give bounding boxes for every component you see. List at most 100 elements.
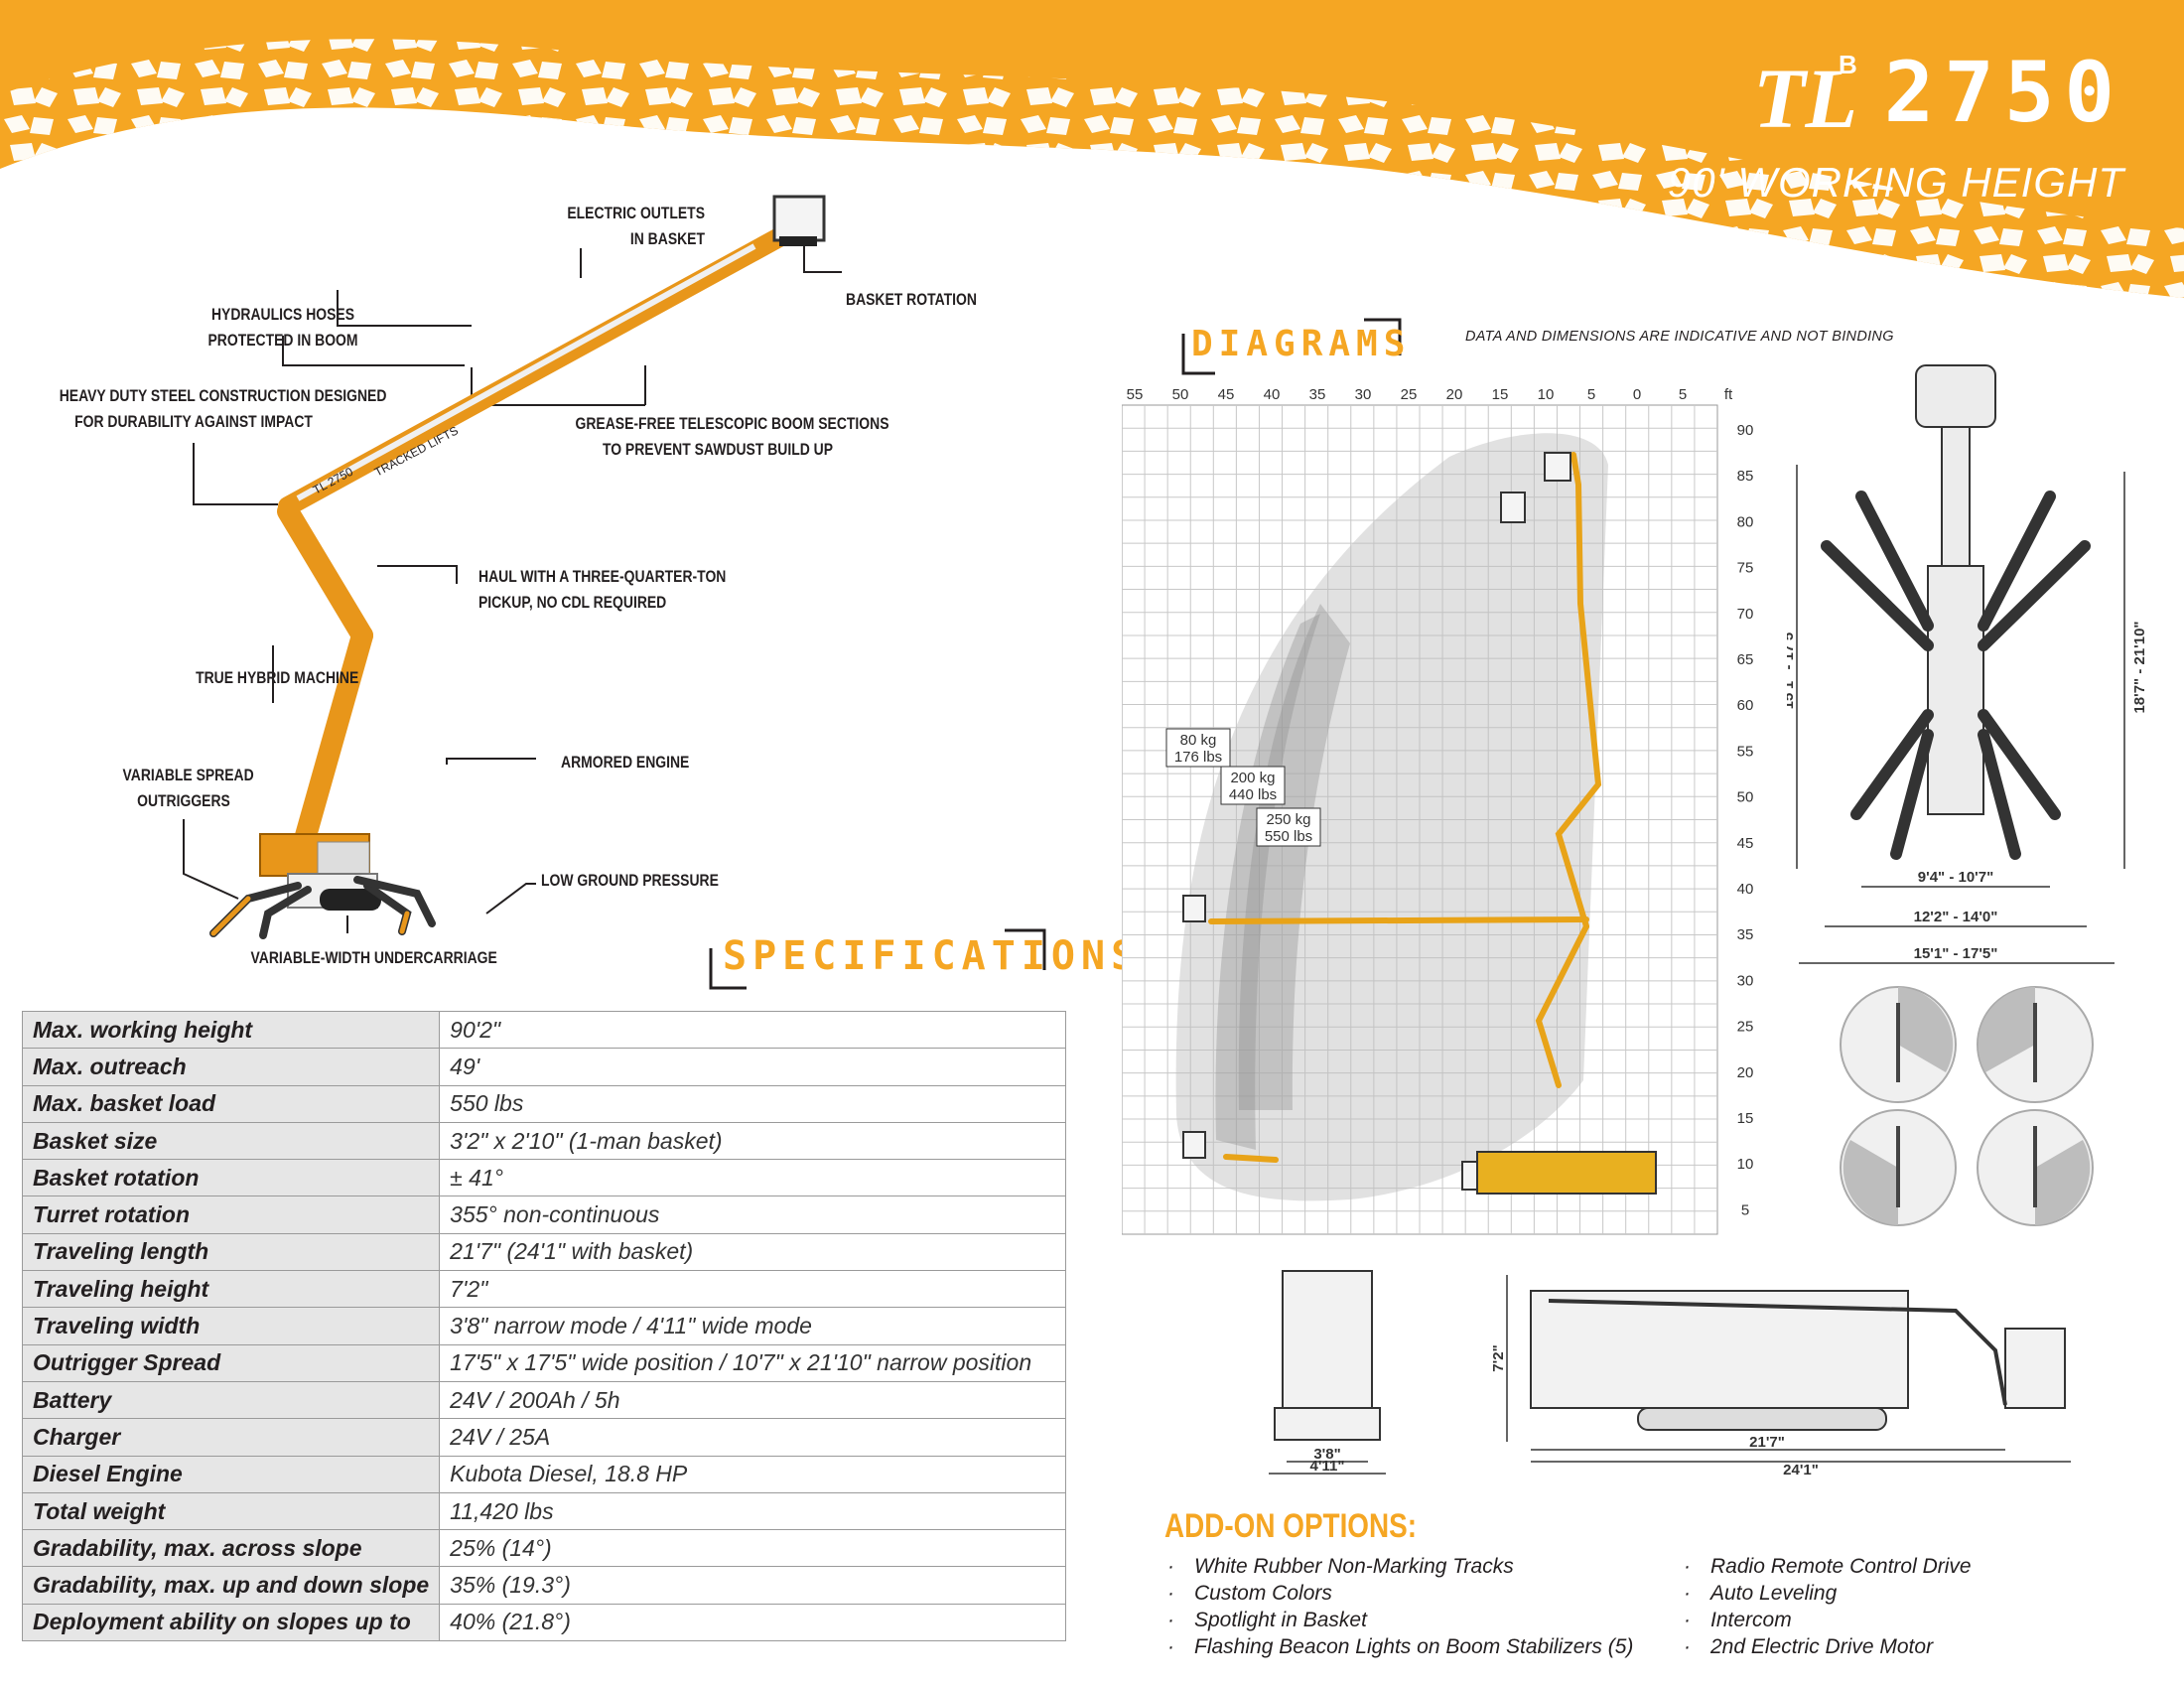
- dim-wide: 4'11": [1310, 1458, 1345, 1475]
- x-tick-label: 20: [1446, 386, 1463, 403]
- y-tick-label: 20: [1737, 1064, 1754, 1081]
- addon-list-left: White Rubber Non-Marking Tracks Custom C…: [1164, 1553, 1633, 1660]
- front-view-diagram: 3'8" 4'11": [1269, 1270, 1386, 1475]
- chassis-side: [1476, 1151, 1657, 1195]
- tire-tread-banner: [0, 0, 2184, 298]
- addon-item: White Rubber Non-Marking Tracks: [1164, 1553, 1633, 1580]
- addon-item: Radio Remote Control Drive: [1681, 1553, 1972, 1580]
- spec-value: ± 41°: [439, 1159, 1066, 1197]
- dim-height: 7'2": [1490, 1344, 1507, 1371]
- y-tick-label: 65: [1737, 651, 1754, 668]
- y-tick-label: 85: [1737, 468, 1754, 485]
- callout-armored-engine: ARMORED ENGINE: [561, 753, 690, 772]
- machine-body: TRACKED LIFTS TL 2750: [209, 195, 826, 939]
- dim-inner: 9'4" - 10'7": [1918, 869, 1993, 886]
- spec-value: Kubota Diesel, 18.8 HP: [439, 1455, 1066, 1493]
- spec-value: 21'7" (24'1" with basket): [439, 1232, 1066, 1272]
- boom-positions: [1208, 452, 1602, 1163]
- spec-label: Turret rotation: [21, 1196, 441, 1234]
- tl-logo: TL B: [1753, 50, 1857, 137]
- callout-undercarriage: VARIABLE-WIDTH UNDERCARRIAGE: [250, 948, 497, 967]
- spec-value: 355° non-continuous: [439, 1196, 1066, 1234]
- diagrams-title: DIAGRAMS: [1191, 324, 1412, 364]
- y-tick-label: 50: [1737, 789, 1754, 806]
- top-view-diagram: 15'1" - 17'5" 18'7" - 21'10" 9'4" - 10'7…: [1787, 364, 2148, 964]
- dim-right: 18'7" - 21'10": [2131, 621, 2148, 713]
- y-tick-label: 35: [1737, 926, 1754, 943]
- addon-item: Flashing Beacon Lights on Boom Stabilize…: [1164, 1633, 1633, 1660]
- addon-title: ADD-ON OPTIONS:: [1164, 1507, 1418, 1545]
- logo-sup: B: [1839, 50, 1857, 79]
- callout-basket-rotation: BASKET ROTATION: [846, 290, 977, 309]
- y-tick-label: 70: [1737, 606, 1754, 623]
- svg-text:80 kg: 80 kg: [1180, 732, 1217, 749]
- dim-narrow: 3'8": [1313, 1446, 1340, 1463]
- dim-mid: 12'2" - 14'0": [1914, 909, 1998, 925]
- y-tick-label: 55: [1737, 743, 1754, 760]
- spec-label: Basket size: [21, 1121, 441, 1161]
- x-tick-label: 25: [1401, 386, 1418, 403]
- x-tick-label: 45: [1218, 386, 1235, 403]
- load-labels: 80 kg 176 lbs 200 kg 440 lbs 250 kg 550 …: [1165, 728, 1321, 847]
- addon-item: 2nd Electric Drive Motor: [1681, 1633, 1972, 1660]
- dim-length-basket: 24'1": [1783, 1462, 1819, 1478]
- spec-label: Outrigger Spread: [21, 1343, 441, 1382]
- spec-value: 3'2" x 2'10" (1-man basket): [439, 1121, 1066, 1161]
- spec-value: 24V / 25A: [439, 1418, 1066, 1457]
- spec-value: 11,420 lbs: [439, 1491, 1066, 1531]
- svg-text:440 lbs: 440 lbs: [1229, 786, 1277, 803]
- y-tick-label: 15: [1737, 1110, 1754, 1127]
- spec-value: 25% (14°): [439, 1529, 1066, 1568]
- envelope-250kg: [1215, 614, 1320, 1150]
- spec-label: Gradability, max. across slope: [21, 1529, 441, 1568]
- dim-left: 15'1" - 17'5": [1787, 626, 1797, 710]
- envelope-80kg: [1175, 433, 1608, 1201]
- spec-value: 550 lbs: [439, 1084, 1066, 1123]
- spec-value: 24V / 200Ah / 5h: [439, 1380, 1066, 1420]
- x-tick-label: 10: [1538, 386, 1555, 403]
- dim-length: 21'7": [1749, 1434, 1785, 1451]
- spec-value: 90'2": [439, 1010, 1066, 1050]
- spec-label: Gradability, max. up and down slope: [21, 1566, 441, 1605]
- header-banner: TL B 2750 90' WORKING HEIGHT: [0, 0, 2184, 328]
- addon-item: Spotlight in Basket: [1164, 1607, 1633, 1633]
- rotation-diagrams: [1840, 986, 2094, 1226]
- spec-value: 7'2": [439, 1270, 1066, 1309]
- side-view-diagram: 7'2" 21'7" 24'1": [1490, 1275, 2071, 1478]
- svg-text:550 lbs: 550 lbs: [1265, 828, 1312, 845]
- y-tick-label: 40: [1737, 881, 1754, 898]
- spec-value: 40% (21.8°): [439, 1603, 1066, 1642]
- x-tick-label: 15: [1492, 386, 1509, 403]
- model-number: 2750: [1883, 44, 2124, 141]
- spec-value: 35% (19.3°): [439, 1566, 1066, 1605]
- callout-hybrid: TRUE HYBRID MACHINE: [196, 668, 359, 687]
- spec-value: 17'5" x 17'5" wide position / 10'7" x 21…: [439, 1343, 1066, 1382]
- y-tick-label: 5: [1741, 1201, 1749, 1218]
- spec-label: Basket rotation: [21, 1159, 441, 1197]
- x-tick-label: 40: [1264, 386, 1281, 403]
- brand-block: TL B 2750 90' WORKING HEIGHT: [1668, 48, 2124, 207]
- spec-label: Diesel Engine: [21, 1455, 441, 1493]
- dim-outer: 15'1" - 17'5": [1914, 945, 1998, 962]
- working-height-subtitle: 90' WORKING HEIGHT: [1667, 159, 2124, 206]
- x-tick-label: 5: [1587, 386, 1595, 403]
- spec-label: Traveling length: [21, 1232, 441, 1272]
- diagrams-title-frame: [1181, 318, 1402, 375]
- svg-text:200 kg: 200 kg: [1230, 770, 1275, 786]
